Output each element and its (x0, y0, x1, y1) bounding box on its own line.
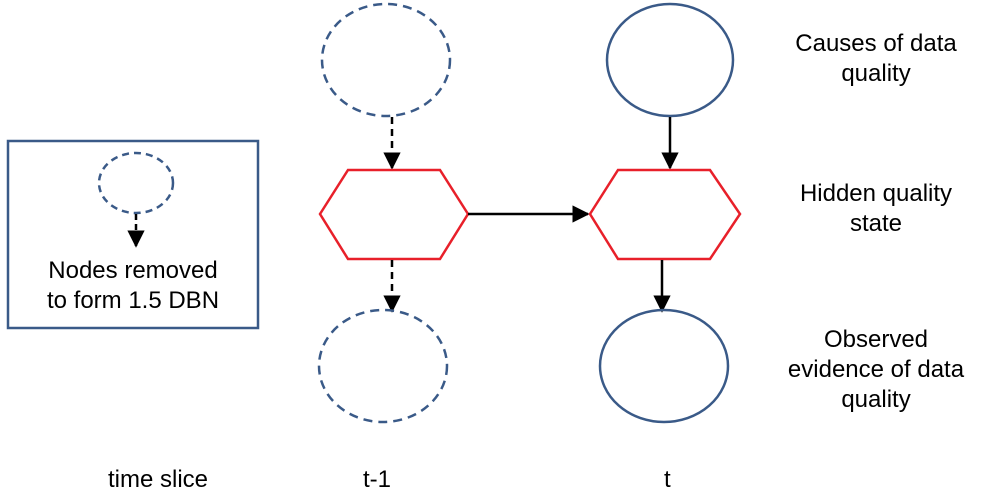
evidence-node-t (598, 308, 730, 424)
time-label-t: t (664, 466, 671, 493)
time-slice-label: time slice (108, 466, 209, 493)
hidden-state-node-t-1 (318, 168, 470, 261)
legend-box (6, 139, 260, 330)
legend-text: Nodes removed to form 1.5 DBN (46, 257, 220, 314)
cause-node-t (605, 2, 735, 118)
label-hidden-quality-state: Hidden quality state (799, 180, 953, 237)
label-causes-of-data-quality: Causes of data quality (795, 30, 957, 87)
time-label-t-1: t-1 (363, 466, 392, 493)
label-observed-evidence: Observed evidence of data quality (787, 326, 965, 413)
removed-cause-node-t-1 (320, 2, 452, 118)
removed-evidence-node-t-1 (317, 308, 449, 424)
legend-removed-node (97, 151, 175, 215)
hidden-state-node-t (588, 168, 742, 261)
